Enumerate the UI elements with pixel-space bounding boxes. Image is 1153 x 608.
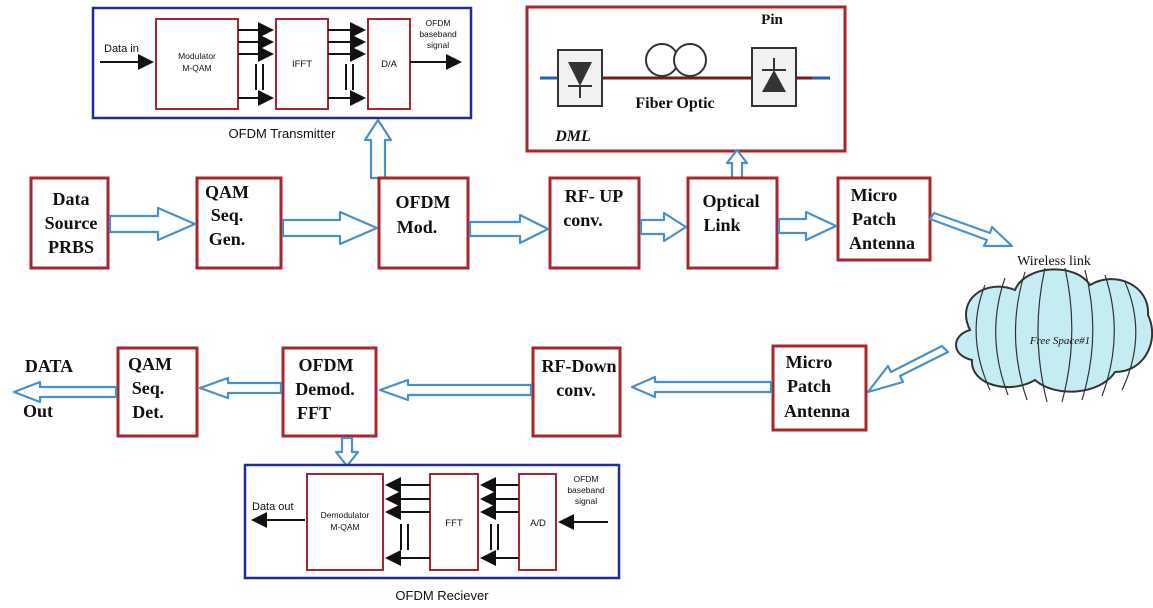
ofdm-demod-line-3: FFT — [297, 403, 331, 423]
ad-label: A/D — [530, 518, 546, 529]
bottom-chain: DATA Out QAM Seq. Det. OFDM Demod. FFT R… — [12, 344, 950, 468]
arrow-rfdown-to-demod — [378, 378, 533, 402]
receiver-caption: OFDM Reciever — [395, 588, 489, 603]
rf-up-block — [548, 176, 641, 270]
optical-detail-up-arrow — [725, 148, 749, 180]
data-out-line-1: DATA — [25, 356, 73, 376]
tx-signal-label-3: signal — [427, 40, 449, 50]
da-block — [367, 18, 411, 110]
arrow-qamdet-to-out — [12, 380, 118, 404]
pin-label: Pin — [761, 12, 783, 28]
data-source-line-2: Source — [45, 213, 98, 233]
tx-parallel-lines-2 — [328, 22, 366, 106]
qam-gen-line-3: Gen. — [209, 229, 246, 249]
arrow-demod-to-qamdet — [198, 376, 283, 400]
arrow-optical-to-antenna — [777, 210, 838, 242]
data-source-line-1: Data — [53, 189, 90, 209]
rx-signal-label-1: OFDM — [573, 474, 598, 484]
free-space-cloud — [955, 268, 1153, 393]
antenna-tx-line-2: Patch — [852, 209, 896, 229]
qam-det-line-3: Det. — [132, 402, 163, 422]
antenna-tx-line-1: Micro — [851, 185, 898, 205]
ofdm-demod-block — [281, 346, 378, 438]
antenna-rx-line-1: Micro — [786, 352, 833, 372]
top-chain: Data Source PRBS QAM Seq. Gen. OFDM Mod.… — [29, 176, 1014, 270]
rf-down-line-2: conv. — [556, 380, 596, 400]
optical-link-block — [686, 176, 779, 270]
ifft-block — [275, 18, 329, 110]
wireless-link: Wireless link Free Space#1 — [955, 254, 1153, 403]
ofdm-mod-line-2: Mod. — [397, 217, 438, 237]
optical-link-line-2: Link — [703, 215, 740, 235]
antenna-tx-block — [836, 176, 932, 262]
data-out-line-2: Out — [23, 401, 53, 421]
rx-detail-down-arrow — [334, 436, 360, 468]
tx-signal-label-2: baseband — [419, 29, 457, 39]
demodulator-label-1: Demodulator — [321, 510, 370, 520]
fft-label: FFT — [445, 518, 463, 529]
ofdm-demod-line-1: OFDM — [299, 355, 354, 375]
ofdm-mod-line-1: OFDM — [396, 192, 451, 212]
demodulator-label-2: M-QAM — [330, 522, 359, 532]
rx-data-out-label: Data out — [252, 501, 294, 513]
rf-down-block — [531, 346, 622, 438]
tx-data-in-label: Data in — [104, 43, 139, 55]
arrow-rfup-to-optical — [639, 211, 688, 243]
arrow-antenna-to-wireless — [928, 211, 1014, 248]
da-label: D/A — [381, 59, 398, 70]
rx-parallel-lines-2 — [480, 477, 519, 566]
qam-det-line-2: Seq. — [132, 378, 165, 398]
arrow-source-to-qam — [108, 206, 197, 242]
ad-block — [518, 473, 557, 571]
arrow-antenna-to-rfdown — [630, 375, 773, 399]
qam-gen-line-2: Seq. — [211, 205, 244, 225]
antenna-rx-line-2: Patch — [787, 376, 831, 396]
optical-link-line-1: Optical — [703, 191, 760, 211]
modulator-label-1: Modulator — [178, 51, 216, 61]
rx-parallel-lines-1 — [385, 477, 430, 566]
ofdm-transmitter-panel: Data in Modulator M-QAM IFFT D/A OFDM ba… — [91, 6, 473, 141]
arrow-wireless-to-antenna — [866, 344, 950, 394]
laser-diode-icon — [557, 49, 603, 107]
fiber-coil-icon — [645, 43, 707, 77]
ofdm-receiver-panel: Data out Demodulator M-QAM FFT A/D OFDM … — [243, 463, 621, 603]
wave-arcs — [975, 267, 1137, 403]
wireless-link-label: Wireless link — [1017, 254, 1091, 269]
demodulator-block — [306, 473, 384, 571]
qam-det-block — [116, 346, 199, 438]
rf-down-line-1: RF-Down — [542, 356, 617, 376]
rf-up-line-2: conv. — [563, 210, 603, 230]
free-space-label: Free Space#1 — [1029, 335, 1090, 347]
transmitter-caption: OFDM Transmitter — [229, 126, 337, 141]
antenna-rx-line-3: Antenna — [784, 401, 850, 421]
fft-block — [429, 473, 479, 571]
dml-label: DML — [554, 128, 591, 145]
qam-gen-block — [195, 176, 283, 270]
data-source-block — [29, 176, 110, 270]
tx-detail-up-arrow — [363, 118, 393, 180]
fiber-optic-label: Fiber Optic — [635, 95, 714, 112]
antenna-rx-block — [771, 344, 868, 432]
ofdm-demod-line-2: Demod. — [295, 379, 355, 399]
optical-link-panel: Pin Fiber Optic DML — [525, 5, 847, 153]
tx-parallel-lines-1 — [238, 22, 274, 106]
qam-det-line-1: QAM — [128, 354, 172, 374]
qam-gen-line-1: QAM — [205, 182, 249, 202]
antenna-tx-line-3: Antenna — [849, 233, 915, 253]
rx-signal-label-3: signal — [575, 496, 597, 506]
ifft-label: IFFT — [292, 59, 312, 70]
modulator-block — [155, 18, 239, 110]
ofdm-mod-block — [377, 176, 470, 270]
rx-signal-label-2: baseband — [567, 485, 605, 495]
photodiode-icon — [751, 47, 797, 107]
data-source-line-3: PRBS — [48, 237, 94, 257]
arrow-qam-to-ofdm — [281, 210, 379, 246]
rf-up-line-1: RF- UP — [565, 186, 623, 206]
arrow-ofdm-to-rfup — [468, 213, 550, 245]
modulator-label-2: M-QAM — [182, 63, 211, 73]
tx-signal-label-1: OFDM — [425, 18, 450, 28]
